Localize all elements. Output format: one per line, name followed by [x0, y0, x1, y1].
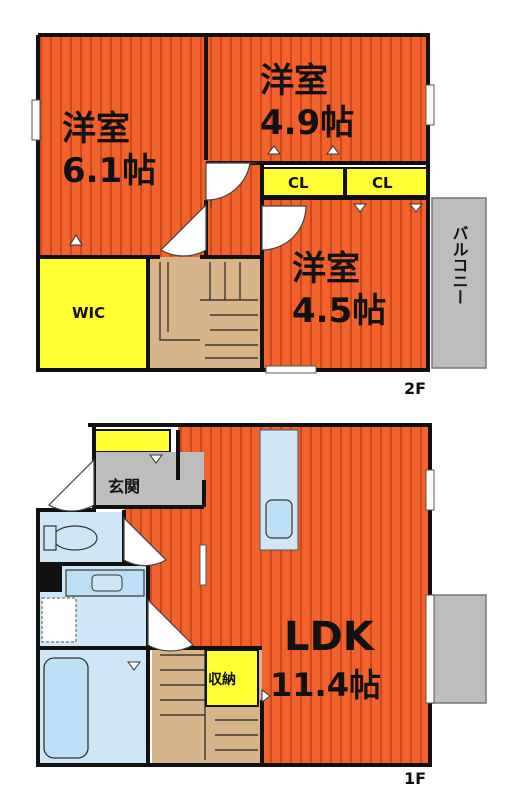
closet-a — [261, 167, 345, 197]
wic — [38, 257, 148, 370]
bathtub-icon — [43, 657, 89, 759]
washing-machine-icon — [41, 597, 77, 643]
floor-label-2f: 2F — [404, 379, 426, 398]
floor-label-1f: 1F — [404, 769, 426, 788]
room-western-4-9-name: 洋室 — [260, 61, 328, 101]
shoe-cabinet — [93, 429, 171, 453]
entrance-label: 玄関 — [108, 477, 140, 496]
entrance — [94, 452, 204, 507]
room-western-4-9 — [206, 35, 428, 163]
room-western-4-5-size: 4.5帖 — [292, 291, 386, 331]
balcony-label: バルコニー — [450, 225, 469, 305]
wic-label: WIC — [72, 304, 105, 322]
second-floor: 洋室 6.1帖 洋室 4.9帖 洋室 4.5帖 WIC CL CL バルコニー … — [31, 33, 487, 398]
closet-b-label: CL — [372, 174, 393, 192]
room-western-4-9-size: 4.9帖 — [260, 103, 354, 143]
room-western-4-5-name: 洋室 — [292, 249, 360, 289]
room-ldk-size: 11.4帖 — [270, 666, 381, 704]
room-ldk-name: LDK — [284, 614, 376, 660]
outdoor-deck — [431, 594, 487, 704]
room-western-6-1-size: 6.1帖 — [62, 151, 156, 191]
closet-a-label: CL — [288, 174, 309, 192]
storage — [205, 649, 259, 707]
stairs-2f — [148, 257, 262, 370]
balcony — [431, 197, 487, 369]
kitchen-sink-icon — [265, 499, 293, 539]
storage-label: 収納 — [208, 671, 236, 688]
room-western-6-1 — [38, 35, 206, 257]
room-western-6-1-name: 洋室 — [62, 109, 130, 149]
toilet-icon — [52, 525, 98, 551]
first-floor: LDK 11.4帖 玄関 収納 1F — [36, 423, 487, 788]
